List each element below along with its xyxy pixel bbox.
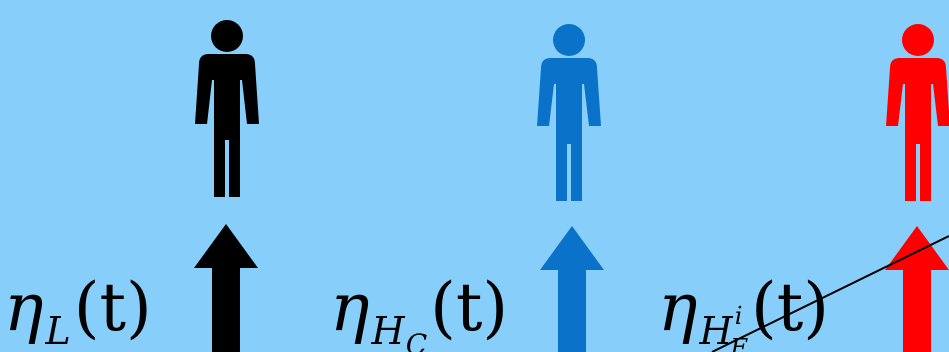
person-icon-red <box>886 24 949 201</box>
label-eta-hf-subsup: i <box>735 302 743 330</box>
label-eta-hc-symbol: η <box>330 269 370 346</box>
label-eta-l-arg: (t) <box>74 269 152 346</box>
label-eta-l-symbol: η <box>4 269 44 346</box>
person-icon-blue <box>537 24 601 201</box>
label-eta-hf-symbol: η <box>658 269 698 346</box>
label-eta-hc-subsub: C <box>406 328 427 352</box>
label-eta-l: ηL(t) <box>4 269 152 352</box>
strike-through-line <box>711 235 949 352</box>
arrow-up-icon-black <box>194 224 258 352</box>
label-eta-hf-subsub: F <box>729 334 748 352</box>
arrow-up-icon-red <box>885 226 949 352</box>
person-icon-black <box>195 20 259 197</box>
label-eta-hc: ηHC(t) <box>330 269 508 352</box>
label-eta-hf-arg: (t) <box>751 269 829 346</box>
label-eta-hc-arg: (t) <box>430 269 508 346</box>
label-eta-hc-subscript: H <box>371 309 406 352</box>
arrow-up-icon-blue <box>540 226 604 352</box>
label-eta-hf-subscript: H <box>699 309 734 352</box>
label-eta-l-subscript: L <box>45 309 71 352</box>
